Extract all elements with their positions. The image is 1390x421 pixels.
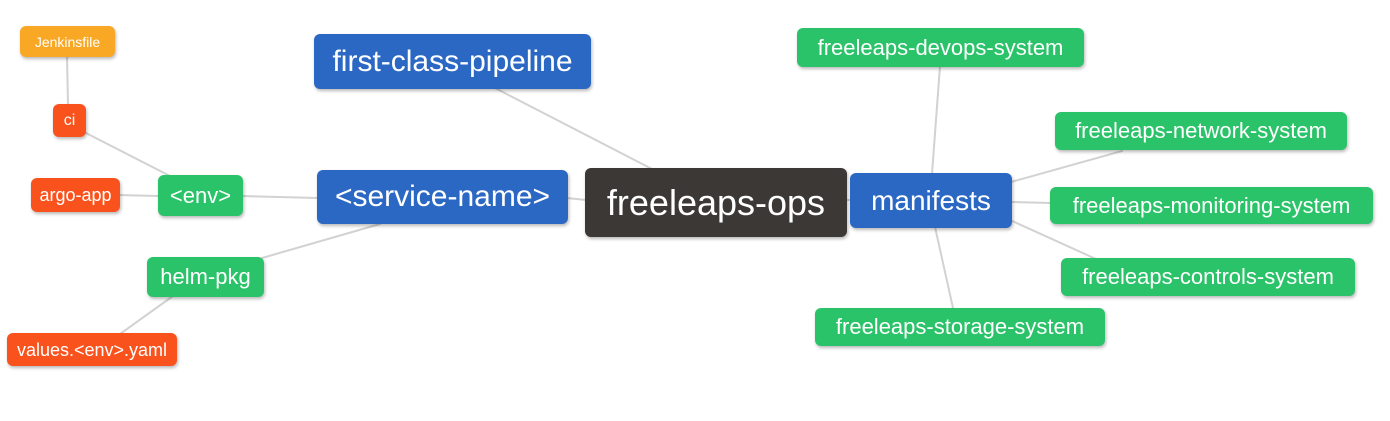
edge-manifests-freeleaps-network-system [1010, 150, 1123, 183]
node-label: freeleaps-controls-system [1082, 264, 1334, 289]
edge-helm-pkg-values-env-yaml [119, 295, 174, 335]
node-label: values.<env>.yaml [16, 339, 168, 360]
node-helm-pkg[interactable]: helm-pkg [147, 257, 264, 297]
edge-manifests-freeleaps-devops-system [931, 65, 941, 175]
edge-ci-env [83, 131, 173, 178]
node-label: freeleaps-devops-system [817, 34, 1064, 60]
node-freeleaps-storage-system[interactable]: freeleaps-storage-system [815, 308, 1105, 346]
node-freeleaps-monitoring-system[interactable]: freeleaps-monitoring-system [1050, 187, 1373, 224]
node-label: freeleaps-monitoring-system [1072, 192, 1351, 218]
edge-manifests-freeleaps-storage-system [934, 226, 954, 309]
edge-jenkinsfile-ci [66, 55, 69, 106]
node-ci[interactable]: ci [53, 104, 86, 137]
edge-manifests-freeleaps-monitoring-system [1010, 201, 1052, 204]
node-freeleaps-ops[interactable]: freeleaps-ops [585, 168, 847, 237]
edge-helm-pkg-service-name [261, 223, 381, 259]
node-label: Jenkinsfile [34, 33, 101, 50]
node-values-env-yaml[interactable]: values.<env>.yaml [7, 333, 177, 366]
node-env[interactable]: <env> [158, 175, 243, 216]
node-label: manifests [871, 184, 991, 216]
node-label: first-class-pipeline [332, 44, 573, 78]
edge-argo-app-env [118, 194, 160, 197]
edge-first-class-pipeline-freeleaps-ops [494, 87, 653, 170]
node-label: <env> [169, 182, 232, 208]
node-label: freeleaps-storage-system [835, 314, 1085, 339]
node-freeleaps-devops-system[interactable]: freeleaps-devops-system [797, 28, 1084, 67]
node-freeleaps-controls-system[interactable]: freeleaps-controls-system [1061, 258, 1355, 296]
node-label: freeleaps-ops [606, 181, 826, 223]
node-label: ci [63, 111, 76, 129]
node-label: <service-name> [334, 180, 551, 213]
node-label: argo-app [39, 185, 112, 205]
node-first-class-pipeline[interactable]: first-class-pipeline [314, 34, 591, 89]
node-argo-app[interactable]: argo-app [31, 178, 120, 212]
node-manifests[interactable]: manifests [850, 173, 1012, 228]
node-freeleaps-network-system[interactable]: freeleaps-network-system [1055, 112, 1347, 150]
edge-env-service-name [241, 195, 319, 199]
edge-service-name-freeleaps-ops [566, 197, 587, 201]
node-label: freeleaps-network-system [1075, 118, 1327, 143]
node-label: helm-pkg [160, 264, 251, 289]
edge-manifests-freeleaps-controls-system [1009, 219, 1097, 260]
node-service-name[interactable]: <service-name> [317, 170, 568, 224]
node-jenkinsfile[interactable]: Jenkinsfile [20, 26, 115, 57]
